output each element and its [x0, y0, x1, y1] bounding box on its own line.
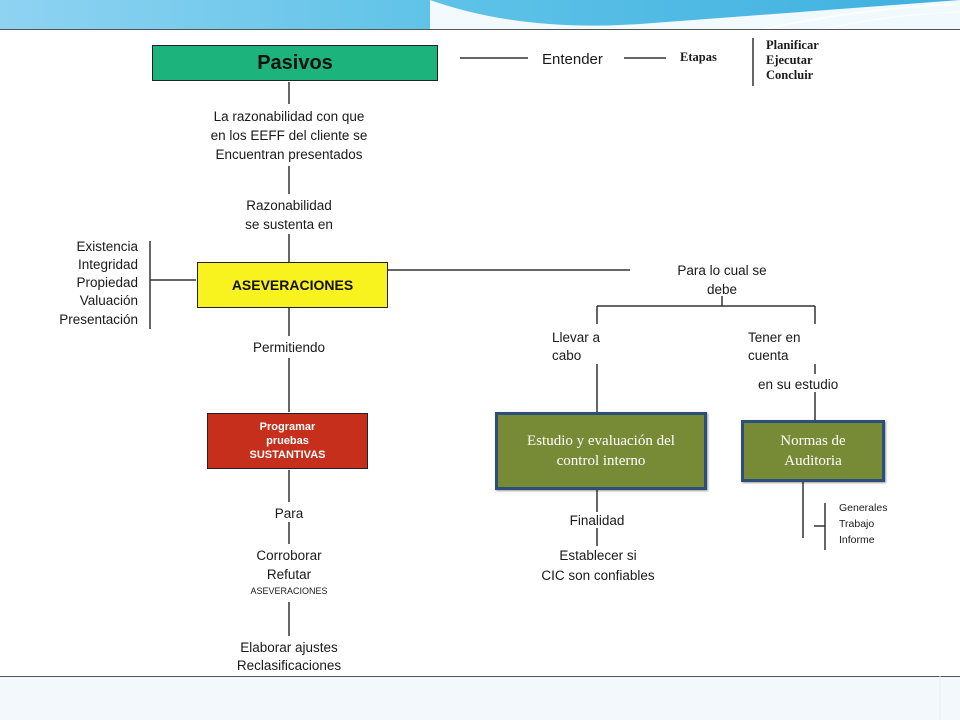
programar-line-2: pruebas [266, 435, 309, 447]
sustenta-line-2: se sustenta en [245, 217, 333, 232]
aseveraciones-small-label: ASEVERACIONES [250, 586, 328, 596]
establecer-line-1: Establecer si [559, 548, 637, 563]
reclasificaciones-label: Reclasificaciones [236, 658, 342, 673]
para-cual-line-2: debe [706, 282, 738, 297]
planificar-label: Planificar [766, 38, 819, 52]
finalidad-label: Finalidad [569, 513, 625, 528]
llevar-line-1: Llevar a [552, 330, 601, 345]
normas-auditoria-box: Normas de Auditoria [741, 420, 885, 482]
estudio-evaluacion-box: Estudio y evaluación del control interno [495, 412, 707, 490]
refutar-label: Refutar [266, 567, 312, 582]
para-label: Para [274, 506, 304, 521]
ejecutar-label: Ejecutar [766, 53, 813, 67]
en-su-estudio-label: en su estudio [758, 377, 839, 392]
establecer-line-2: CIC son confiables [541, 568, 655, 583]
para-cual-line-1: Para lo cual se [677, 263, 767, 278]
pasivos-box: Pasivos [152, 45, 438, 81]
tener-line-1: Tener en [748, 330, 801, 345]
aseveraciones-box: ASEVERACIONES [197, 262, 388, 308]
razonabilidad-line-3: Encuentran presentados [215, 147, 363, 162]
pasivos-label: Pasivos [257, 51, 333, 74]
elaborar-label: Elaborar ajustes [240, 640, 338, 655]
footer-band [0, 676, 960, 720]
assertion-integridad: Integridad [77, 257, 138, 272]
normas-auditoria-label: Normas de Auditoria [780, 433, 846, 469]
assertion-valuacion: Valuación [79, 293, 138, 308]
header-swoosh-band [0, 0, 960, 30]
razonabilidad-line-2: en los EEFF del cliente se [210, 128, 368, 143]
assertion-propiedad: Propiedad [76, 275, 138, 290]
corroborar-label: Corroborar [256, 548, 322, 563]
assertion-existencia: Existencia [76, 239, 138, 254]
permitiendo-label: Permitiendo [252, 340, 326, 355]
norm-informe: Informe [839, 534, 875, 546]
concluir-label: Concluir [766, 68, 814, 82]
norm-generales: Generales [839, 502, 888, 514]
assertion-presentacion: Presentación [59, 312, 138, 327]
etapas-label: Etapas [680, 50, 717, 64]
programar-box: Programar pruebas SUSTANTIVAS [207, 413, 368, 469]
aseveraciones-label: ASEVERACIONES [231, 277, 354, 293]
tener-line-2: cuenta [748, 348, 789, 363]
llevar-line-2: cabo [552, 348, 582, 363]
norm-trabajo: Trabajo [839, 518, 875, 530]
programar-line-1: Programar [259, 421, 316, 433]
estudio-evaluacion-label: Estudio y evaluación del control interno [527, 433, 675, 469]
programar-line-3: SUSTANTIVAS [249, 449, 326, 461]
sustenta-line-1: Razonabilidad [246, 198, 332, 213]
razonabilidad-line-1: La razonabilidad con que [213, 109, 365, 124]
entender-label: Entender [542, 51, 603, 68]
